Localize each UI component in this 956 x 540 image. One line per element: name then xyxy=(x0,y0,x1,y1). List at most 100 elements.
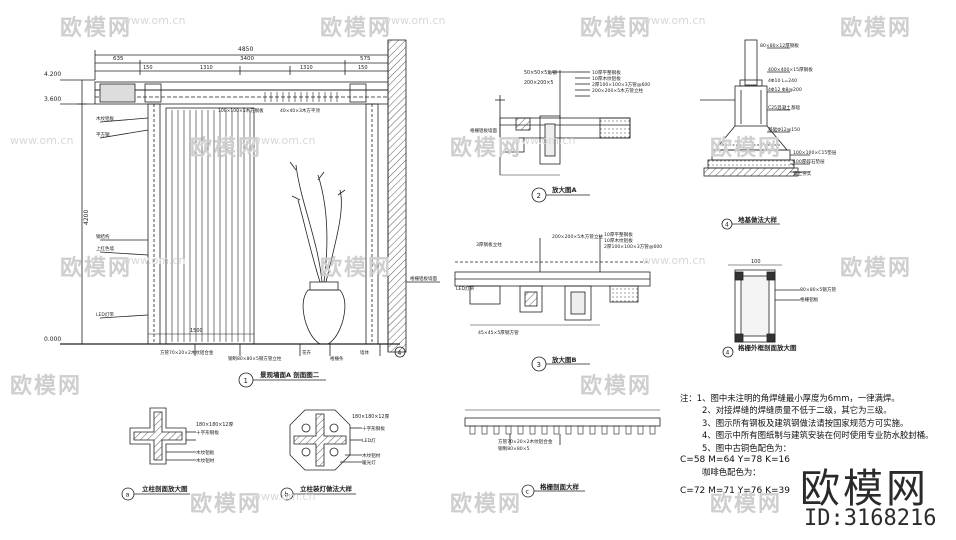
detail-b-c3: 10厚木纹铝板 xyxy=(604,237,633,244)
post-c1: 80×80×5钢方管 xyxy=(800,286,836,293)
watermark-url: www.om.cn xyxy=(122,14,186,27)
dim-sub-0: 150 xyxy=(143,65,153,71)
foundation-c4: 4Φ12 Φ8@200 xyxy=(768,87,802,93)
post-c2: 格栅铝板 xyxy=(800,296,819,303)
detail-b-c5: 200×200×5木方管立柱 xyxy=(552,233,604,240)
height-4200: 4200 xyxy=(83,210,90,225)
main-bottom-callout-5: 墙体 xyxy=(360,349,369,356)
title-column-a: 立柱剖面放大图 xyxy=(142,484,188,493)
watermark: 欧模网 xyxy=(60,16,133,41)
dim-sub-1: 1310 xyxy=(200,65,213,71)
detail-b-c7: LED灯带 xyxy=(456,285,475,292)
marker-4b: 4 xyxy=(725,222,729,229)
title-grille: 格栅剖面大样 xyxy=(540,482,580,491)
marker-4c: 4 xyxy=(726,350,730,357)
detail-b-c1: 3厚钢板立柱 xyxy=(476,241,502,248)
main-elevation xyxy=(60,39,440,388)
main-top-callout-1: 100×100×5木方钢板 xyxy=(218,107,264,114)
watermark-url: www.om.cn xyxy=(512,134,576,147)
watermark: 欧模网 xyxy=(840,256,913,281)
watermark-url: www.om.cn xyxy=(382,14,446,27)
main-left-callout-1: 木纹铝板 xyxy=(96,115,114,122)
note-line: 5、图中古铜色配色为： xyxy=(702,442,792,453)
col-b-c3: LED灯 xyxy=(362,437,376,444)
col-b-c2: 十字形钢板 xyxy=(362,425,385,432)
watermark-url: www.om.cn xyxy=(252,490,316,503)
main-bottom-callout-3: 花卉 xyxy=(302,349,311,356)
main-left-callout-3: 钢结构 xyxy=(96,233,110,240)
marker-3: 3 xyxy=(537,361,541,369)
marker-c: c xyxy=(526,488,530,496)
detail-a-c1: 10厚平整钢板 xyxy=(592,69,621,76)
watermark: 欧模网 xyxy=(10,374,83,399)
detail-b-c4: 2厚100×100×3方管@600 xyxy=(604,243,662,250)
watermark: 欧模网 xyxy=(190,492,263,517)
foundation-c2: 400×400×15厚钢板 xyxy=(768,66,813,73)
detail-b-bottom: 45×45×5厚钢方管 xyxy=(478,329,519,336)
color-spec-1-name: 咖啡色配色为： xyxy=(702,467,761,478)
design-notes: 注：1、图中未注明的角焊缝最小厚度为6mm，一律满焊。 2、对接焊缝的焊缝质量不… xyxy=(680,392,933,497)
post-section-drawing xyxy=(722,264,800,358)
title-detail-b: 放大图B xyxy=(551,355,577,364)
dim-sub-3: 150 xyxy=(358,65,368,71)
watermark: 欧模网 xyxy=(450,136,523,161)
elev-3600: 3.600 xyxy=(44,96,61,103)
foundation-c8: 100厚碎石垫层 xyxy=(793,158,825,165)
foundation-drawing xyxy=(700,39,810,230)
col-a-c4: 木纹铝材 xyxy=(196,457,215,464)
main-left-callout-2: 平方钢 xyxy=(96,131,110,138)
title-post-section: 格栅外框剖面放大图 xyxy=(738,343,797,352)
watermark: 欧模网 xyxy=(320,16,393,41)
marker-b: b xyxy=(285,491,289,499)
watermark: 欧模网 xyxy=(710,136,783,161)
detail-a-c4: 200×200×5木方管立柱 xyxy=(592,87,644,94)
detail-b-c2: 10厚平整钢板 xyxy=(604,231,633,238)
main-bottom-callout-2: 钢制80×80×5钢方管立柱 xyxy=(228,355,282,362)
col-a-c3: 木纹铝板 xyxy=(196,449,215,456)
marker-4: 4 xyxy=(398,350,402,357)
foundation-c7: 100×100×C15垫层 xyxy=(793,149,837,156)
dim-top-2: 3400 xyxy=(240,56,254,62)
title-main-elevation: 景观墙面A 剖面图二 xyxy=(260,370,320,379)
column-b-drawing xyxy=(280,409,362,501)
main-bottom-callout-4: 格栅条 xyxy=(330,355,344,362)
dim-sub-2: 1310 xyxy=(300,65,313,71)
main-left-callout-5: LED灯带 xyxy=(96,311,114,318)
dim-top-1: 635 xyxy=(113,56,124,62)
title-foundation: 地基做法大样 xyxy=(738,215,778,224)
col-a-c1: 180×180×12厚 xyxy=(196,422,233,428)
detail-b-drawing xyxy=(454,236,651,372)
dim-bottom-1: 1500 xyxy=(190,328,203,334)
col-b-c4: 木纹铝材 xyxy=(362,452,381,459)
col-a-c2: 十字形钢板 xyxy=(196,429,219,436)
note-line: 2、对接焊缝的焊缝质量不低于二级，其它为三级。 xyxy=(702,405,892,416)
detail-a-c5: 50×50×5角钢 xyxy=(524,69,557,76)
note-line: 注：1、图中未注明的角焊缝最小厚度为6mm，一律满焊。 xyxy=(680,393,900,403)
main-left-callout-4: 上红色墙 xyxy=(96,245,114,252)
detail-a-c6: 200×200×5 xyxy=(524,80,553,86)
main-top-callout-2: 40×40×3木方平顶 xyxy=(280,107,320,114)
grille-c1: 方管70×20×2木纹铝合金 xyxy=(498,438,553,445)
title-detail-a: 放大图A xyxy=(551,185,577,194)
watermark: 欧模网 xyxy=(320,256,393,281)
color-spec-2: C=72 M=71 Y=76 K=39 xyxy=(680,485,791,496)
marker-2: 2 xyxy=(537,192,541,200)
watermark-url: www.om.cn xyxy=(10,134,74,147)
foundation-c1: 80×80×12厚钢板 xyxy=(760,42,799,49)
elev-0000: 0.000 xyxy=(44,336,61,343)
watermark: 欧模网 xyxy=(450,492,523,517)
dim-top-3: 575 xyxy=(360,56,371,62)
col-b-c1: 180×180×12厚 xyxy=(352,414,389,420)
watermark-url: www.om.cn xyxy=(122,254,186,267)
title-column-b: 立柱装灯做法大样 xyxy=(300,484,353,493)
watermark: 欧模网 xyxy=(60,256,133,281)
overall-width: 4850 xyxy=(238,46,253,53)
foundation-c3: 4Φ10 L=240 xyxy=(768,78,797,84)
detail-a-left-callout: 格栅铝板墙面 xyxy=(470,127,497,134)
watermark-url: www.om.cn xyxy=(642,254,706,267)
post-dim: 100 xyxy=(751,259,761,265)
detail-a-c3: 2厚100×100×3方管@600 xyxy=(592,81,650,88)
foundation-c6: 基础Φ12@150 xyxy=(768,126,800,133)
marker-a: a xyxy=(126,491,130,499)
